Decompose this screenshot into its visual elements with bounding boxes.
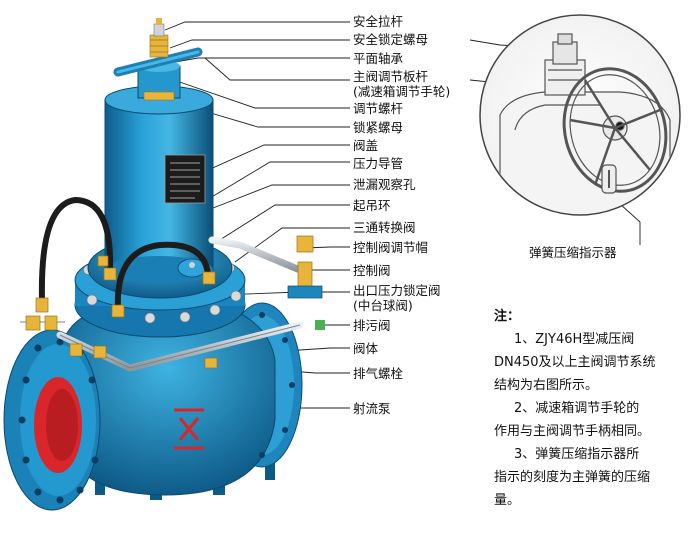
note-2-line-2: 作用与主阀调节手柄相同。 — [494, 424, 651, 439]
label-outlet-lock-valve: 出口压力锁定阀 — [353, 283, 441, 298]
inset-detail — [479, 14, 681, 216]
note-1-line-3: 结构为右图所示。 — [494, 378, 599, 393]
label-vent-bolt: 排气螺栓 — [353, 366, 404, 381]
label-safety-pull-rod: 安全拉杆 — [353, 14, 404, 29]
brand-logo — [174, 408, 204, 450]
note-2-line-1: 2、减速箱调节手轮的 — [514, 401, 640, 416]
label-pressure-tube: 压力导管 — [353, 156, 404, 171]
note-3-line-3: 量。 — [494, 493, 521, 508]
valve-body-group — [3, 18, 325, 511]
note-3-line-1: 3、弹簧压缩指示器所 — [514, 447, 640, 462]
note-1-line-2: DN450及以上主阀调节系统 — [494, 355, 656, 370]
nameplate — [164, 154, 206, 204]
label-valve-body: 阀体 — [353, 341, 379, 356]
label-jet-pump: 射流泵 — [353, 401, 391, 416]
label-control-valve-cap: 控制阀调节帽 — [353, 240, 429, 255]
notes-block: 注： 1、ZJY46H型减压阀 DN450及以上主阀调节系统 结构为右图所示。 … — [494, 305, 694, 512]
label-safety-lock-nut: 安全锁定螺母 — [353, 32, 429, 47]
label-lifting-ring: 起吊环 — [353, 198, 391, 213]
label-drain-valve: 排污阀 — [353, 318, 391, 333]
label-bonnet: 阀盖 — [353, 138, 379, 153]
label-leak-hole: 泄漏观察孔 — [353, 177, 416, 192]
note-3-line-2: 指示的刻度为主弹簧的压缩 — [494, 470, 651, 485]
note-1-line-1: 1、ZJY46H型减压阀 — [514, 332, 635, 347]
label-thrust-bearing: 平面轴承 — [353, 51, 404, 66]
label-three-way-valve: 三通转换阀 — [353, 220, 416, 235]
notes-title: 注： — [494, 309, 521, 324]
label-ball-valve: (中台球阀) — [353, 298, 413, 313]
label-lock-nut: 锁紧螺母 — [353, 120, 404, 135]
label-control-valve: 控制阀 — [353, 263, 391, 278]
label-spring-indicator: 弹簧压缩指示器 — [529, 245, 617, 260]
label-gearbox-handwheel: (减速箱调节手轮) — [353, 84, 451, 99]
label-adjust-screw: 调节螺杆 — [353, 101, 404, 116]
label-main-valve-lever: 主阀调节板杆 — [353, 69, 429, 84]
